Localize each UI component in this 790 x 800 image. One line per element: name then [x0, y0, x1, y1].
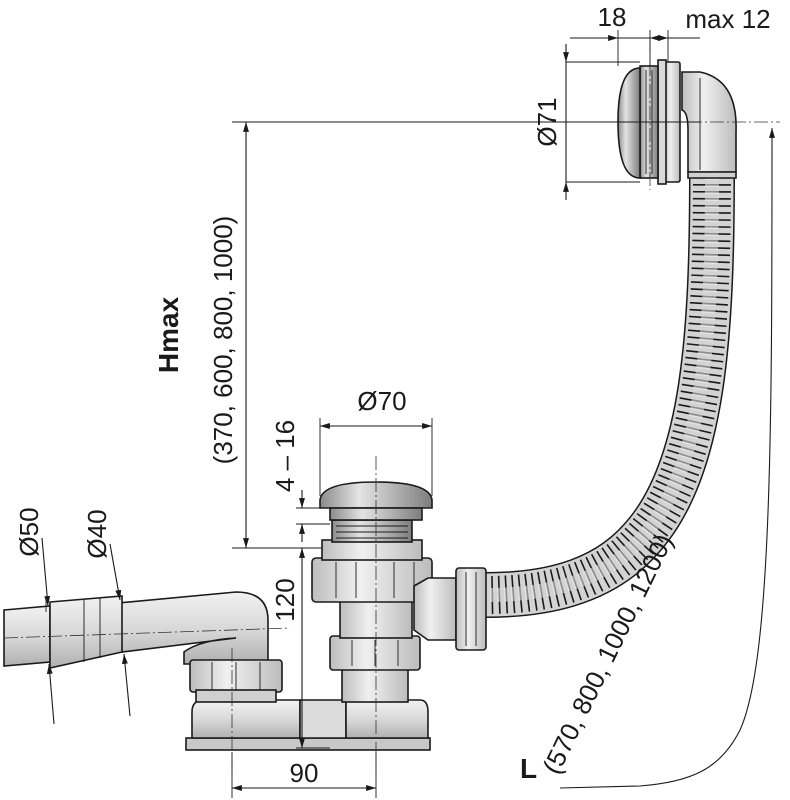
- outlet-pipe: [3, 591, 269, 669]
- outlet-inner-diameter-label: Ø40: [82, 509, 112, 558]
- dimension-lines: [41, 30, 775, 798]
- trap-height-label: 120: [270, 578, 300, 621]
- overflow-diameter-label: Ø71: [532, 97, 562, 146]
- flexible-hose: [485, 169, 735, 618]
- trap-offset-label: 90: [290, 758, 319, 788]
- flange-thickness-label: 18: [598, 2, 627, 32]
- plug-diameter-label: Ø70: [357, 386, 406, 416]
- hmax-label: Hmax: [153, 296, 184, 373]
- wall-max-label: max 12: [685, 4, 770, 34]
- hmax-values-label: (370, 600, 800, 1000): [208, 216, 238, 465]
- length-label: L: [520, 753, 537, 784]
- outlet-outer-diameter-label: Ø50: [14, 507, 44, 556]
- plug-stroke-label: 4 – 16: [270, 420, 300, 492]
